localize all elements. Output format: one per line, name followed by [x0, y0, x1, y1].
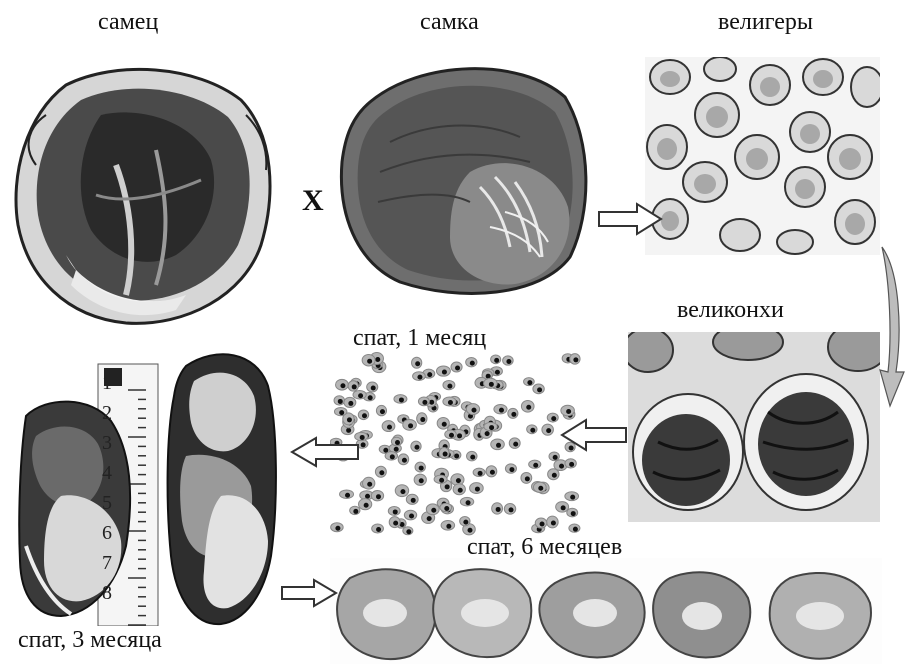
label-veliconchs: великонхи	[677, 298, 784, 322]
label-veligers: велигеры	[718, 10, 813, 34]
ruler-tick-label: 8	[102, 582, 112, 605]
ruler-tick-label: 4	[102, 462, 112, 485]
arrow-veliconchs-to-spat-1	[560, 418, 628, 452]
label-spat-1-month: спат, 1 месяц	[353, 326, 486, 350]
label-female: самка	[420, 10, 479, 34]
ruler-labels: 1 2 3 4 5 6 7 8	[102, 372, 142, 626]
curved-arrow-veligers-to-veliconchs	[878, 242, 905, 410]
cross-symbol: Х	[302, 186, 324, 216]
male-oyster-image	[6, 55, 278, 330]
spat-1-month-image	[330, 352, 586, 537]
spat-6-months-image	[330, 558, 882, 664]
label-spat-3-months: спат, 3 месяца	[18, 628, 162, 652]
ruler-tick-label: 5	[102, 492, 112, 515]
veligers-image	[645, 57, 880, 255]
ruler-tick-label: 2	[102, 402, 112, 425]
arrow-spat-3-to-spat-6	[280, 578, 338, 608]
ruler-tick-label: 3	[102, 432, 112, 455]
female-oyster-image	[330, 52, 595, 302]
arrow-female-to-veligers	[597, 202, 663, 236]
label-spat-6-months: спат, 6 месяцев	[467, 535, 622, 559]
ruler-tick-label: 7	[102, 552, 112, 575]
spat-3-months-image	[16, 346, 278, 626]
arrow-spat-1-to-spat-3	[290, 436, 360, 468]
label-male: самец	[98, 10, 158, 34]
ruler-tick-label: 6	[102, 522, 112, 545]
ruler-tick-label: 1	[102, 372, 112, 395]
veliconchs-image	[628, 332, 880, 522]
